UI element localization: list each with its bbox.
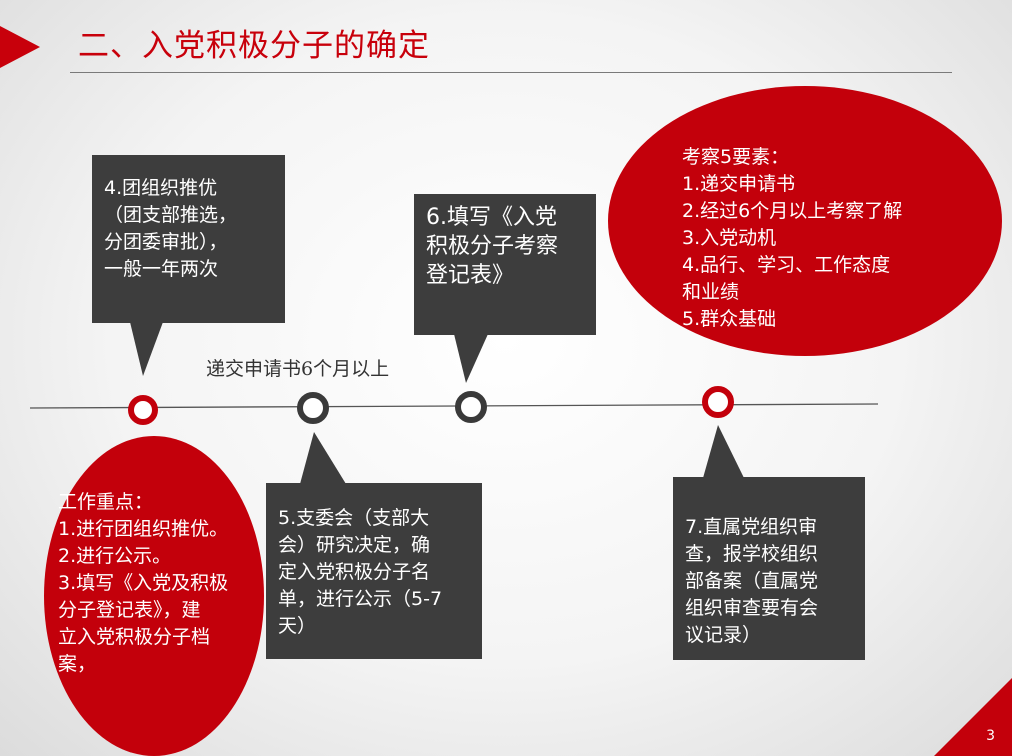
timeline-node-4 bbox=[702, 386, 734, 418]
step6-box: 6.填写《入党 积极分子考察 登记表》 bbox=[414, 194, 596, 335]
step5-text: 5.支委会（支部大 会）研究决定，确 定入党积极分子名 单，进行公示（5-7 天… bbox=[278, 507, 443, 637]
step4-pointer bbox=[130, 322, 163, 376]
assessment-text: 考察5要素： 1.递交申请书 2.经过6个月以上考察了解 3.入党动机 4.品行… bbox=[682, 146, 903, 330]
work-points-text: 工作重点： 1.进行团组织推优。 2.进行公示。 3.填写《入党及积极 分子登记… bbox=[58, 491, 229, 675]
page-number: 3 bbox=[986, 728, 995, 744]
title-arrow-icon bbox=[0, 26, 40, 68]
step7-pointer bbox=[703, 425, 744, 478]
timeline-line bbox=[29, 403, 879, 409]
step7-box: 7.直属党组织审 查，报学校组织 部备案（直属党 组织审查要有会 议记录） bbox=[673, 477, 865, 660]
step5-pointer bbox=[300, 432, 346, 484]
step5-box: 5.支委会（支部大 会）研究决定，确 定入党积极分子名 单，进行公示（5-7 天… bbox=[266, 483, 482, 659]
step6-text: 6.填写《入党 积极分子考察 登记表》 bbox=[426, 205, 559, 288]
step4-text: 4.团组织推优 （团支部推选， 分团委审批）， 一般一年两次 bbox=[104, 177, 238, 280]
work-points-ellipse bbox=[44, 436, 264, 756]
timeline-label: 递交申请书6个月以上 bbox=[206, 358, 390, 380]
slide-title: 二、入党积极分子的确定 bbox=[78, 28, 430, 64]
step6-pointer bbox=[454, 334, 488, 383]
corner-decoration bbox=[934, 678, 1012, 756]
step4-box: 4.团组织推优 （团支部推选， 分团委审批）， 一般一年两次 bbox=[92, 155, 285, 323]
step7-text: 7.直属党组织审 查，报学校组织 部备案（直属党 组织审查要有会 议记录） bbox=[685, 516, 819, 646]
timeline-node-2 bbox=[297, 392, 329, 424]
title-divider bbox=[70, 72, 952, 73]
timeline-node-1 bbox=[128, 395, 158, 425]
timeline-node-3 bbox=[455, 391, 487, 423]
assessment-ellipse bbox=[608, 86, 1002, 356]
